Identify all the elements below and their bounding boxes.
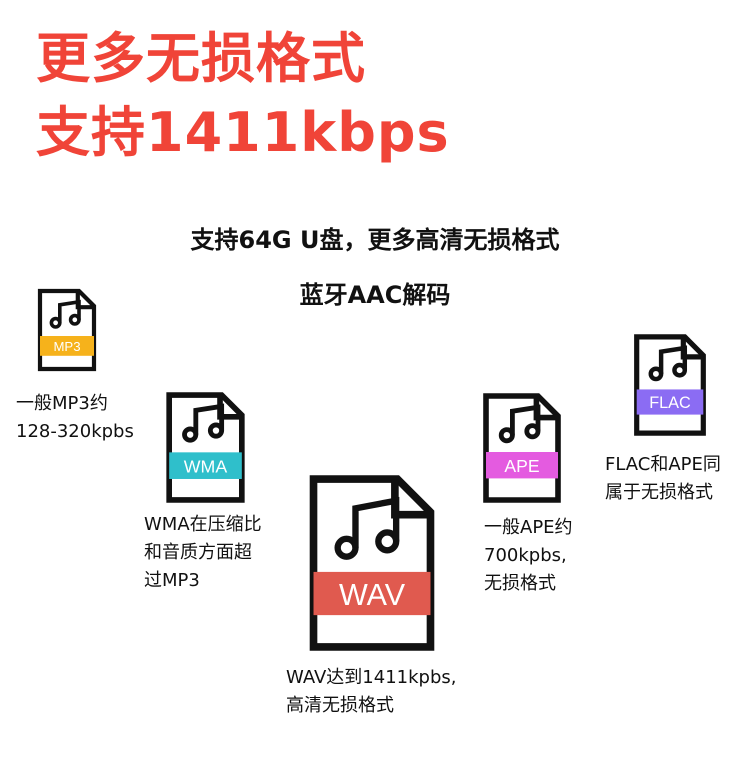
wma-label: WMA — [184, 457, 228, 477]
music-file-icon: WMA — [166, 392, 245, 503]
mp3-file-icon: MP3 — [37, 288, 97, 372]
ape-label: APE — [504, 456, 539, 476]
music-file-icon: APE — [483, 393, 561, 503]
music-file-icon: WAV — [309, 475, 435, 651]
mp3-label-band — [40, 336, 94, 356]
wav-file-icon: WAV — [308, 474, 436, 652]
wma-label-band — [169, 452, 242, 479]
music-file-icon: MP3 — [37, 288, 97, 372]
wma-description: WMA在压缩比 和音质方面超 过MP3 — [144, 514, 262, 591]
headline-line-1: 更多无损格式 — [36, 27, 366, 90]
ape-description: 一般APE约 700kpbs, 无损格式 — [484, 517, 573, 594]
subtitle-line-2: 蓝牙AAC解码 — [299, 281, 451, 309]
wav-label-band — [313, 571, 431, 616]
flac-label-band — [636, 389, 704, 415]
headline-line-2: 支持1411kbps — [36, 101, 450, 164]
wma-file-icon: WMA — [165, 391, 246, 504]
ape-file-icon: APE — [482, 392, 562, 504]
flac-description: FLAC和APE同 属于无损格式 — [605, 454, 721, 503]
music-file-icon: FLAC — [634, 334, 706, 436]
wav-label: WAV — [339, 578, 406, 612]
mp3-label: MP3 — [53, 339, 80, 354]
flac-label: FLAC — [649, 394, 691, 412]
wav-description: WAV达到1411kpbs, 高清无损格式 — [286, 667, 457, 716]
subtitle-line-1: 支持64G U盘，更多高清无损格式 — [190, 226, 560, 254]
flac-file-icon: FLAC — [633, 333, 707, 437]
ape-label-band — [486, 452, 558, 479]
mp3-description: 一般MP3约 128-320kpbs — [16, 393, 134, 442]
